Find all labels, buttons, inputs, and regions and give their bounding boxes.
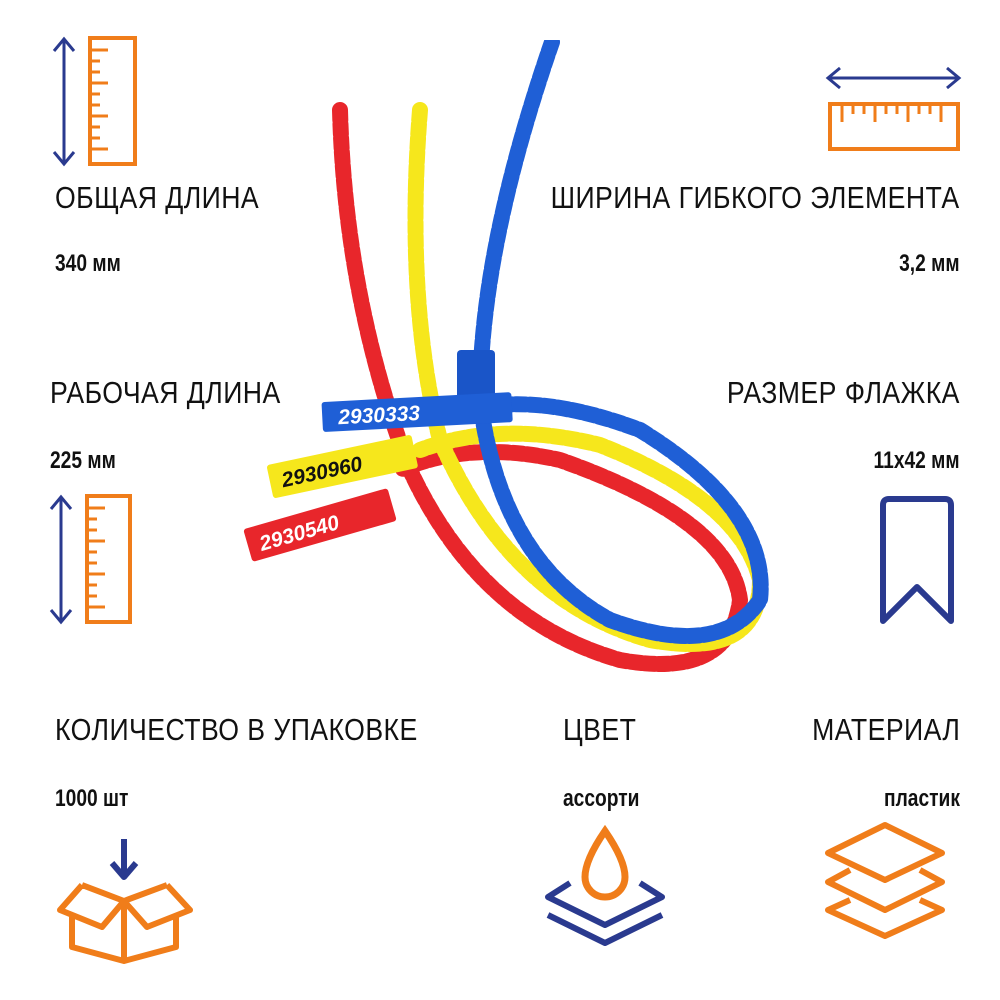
seal-number: 2930333 [337, 402, 421, 429]
vertical-ruler-icon [52, 36, 137, 167]
flag-icon [880, 496, 954, 624]
layers-icon [825, 822, 945, 939]
horizontal-ruler-icon [825, 66, 962, 151]
total-length-label: ОБЩАЯ ДЛИНА [55, 180, 260, 215]
flag-size-label: РАЗМЕР ФЛАЖКА [727, 375, 960, 410]
material-label: МАТЕРИАЛ [811, 712, 960, 747]
width-value: 3,2 мм [899, 250, 960, 277]
color-value: ассорти [563, 785, 640, 812]
working-length-label: РАБОЧАЯ ДЛИНА [50, 375, 281, 410]
color-label: ЦВЕТ [563, 712, 637, 747]
seals-photo: 2930540 2930960 2930333 [243, 40, 769, 672]
total-length-value: 340 мм [55, 250, 121, 277]
quantity-value: 1000 шт [55, 785, 129, 812]
paint-drop-layers-icon [545, 825, 665, 946]
working-length-value: 225 мм [50, 447, 116, 474]
width-label: ШИРИНА ГИБКОГО ЭЛЕМЕНТА [551, 180, 960, 215]
flag-size-value: 11х42 мм [873, 447, 960, 474]
material-value: пластик [884, 785, 960, 812]
box-icon [57, 839, 193, 964]
quantity-label: КОЛИЧЕСТВО В УПАКОВКЕ [55, 712, 418, 747]
vertical-ruler-icon [49, 494, 132, 625]
